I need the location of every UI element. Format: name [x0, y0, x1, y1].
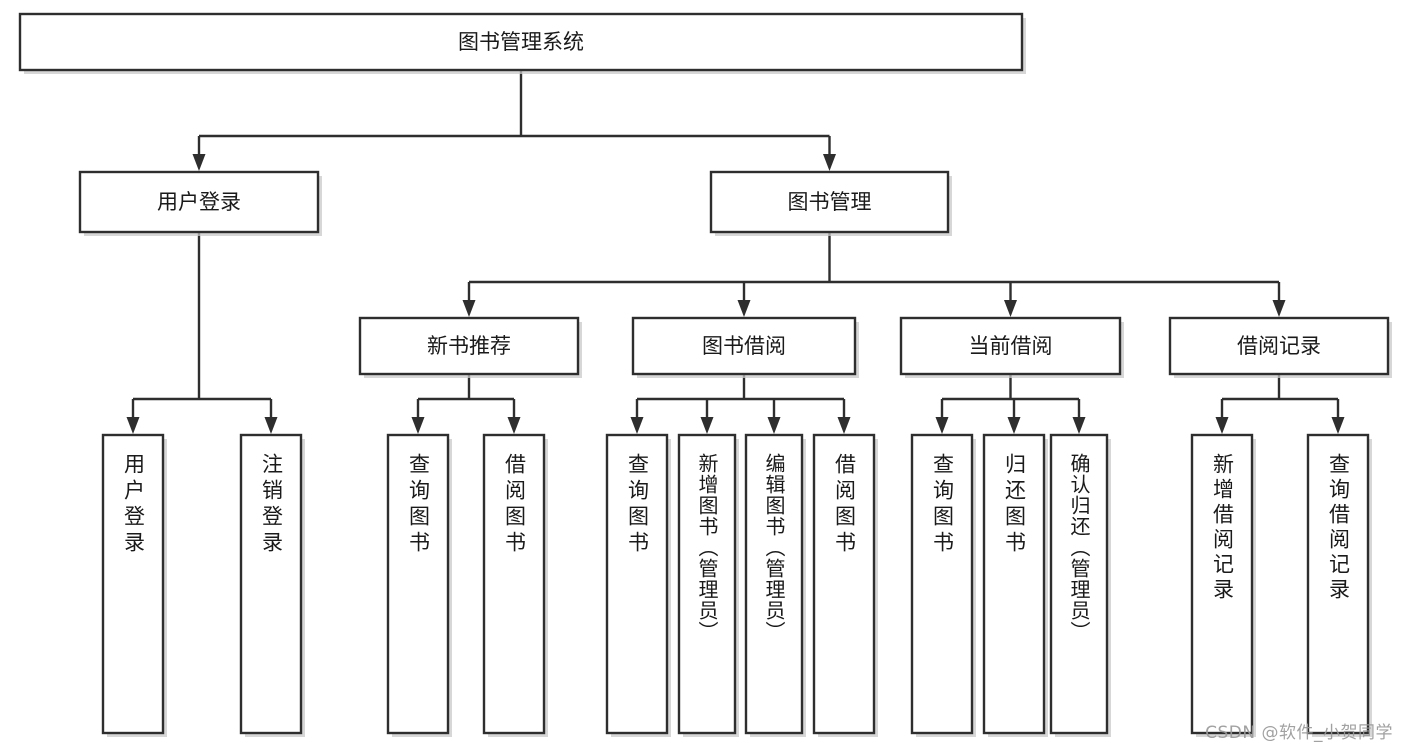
- node-label: 借阅记录: [1237, 334, 1321, 358]
- connector-group-n-new-rec: [411, 374, 521, 434]
- connector-group-n-current: [935, 374, 1086, 434]
- node-box[interactable]: [358, 316, 580, 376]
- node-box[interactable]: [1168, 316, 1390, 376]
- node-box[interactable]: [899, 316, 1122, 376]
- arrow-head-icon: [462, 300, 476, 317]
- node-label: 图书管理: [788, 190, 872, 214]
- connector-group-n-borrow: [630, 374, 851, 434]
- node-n-user-login[interactable]: 用户登录: [78, 170, 322, 236]
- node-box[interactable]: [239, 433, 303, 735]
- node-box[interactable]: [1049, 433, 1109, 735]
- arrow-head-icon: [192, 154, 206, 171]
- node-n-current[interactable]: 当前借阅: [899, 316, 1124, 378]
- node-l-borrow-1[interactable]: [482, 433, 548, 737]
- node-box[interactable]: [101, 433, 165, 735]
- node-n-book-mgmt[interactable]: 图书管理: [709, 170, 952, 236]
- arrow-head-icon: [935, 417, 949, 434]
- arrow-head-icon: [1007, 417, 1021, 434]
- arrow-head-icon: [823, 154, 836, 171]
- node-box[interactable]: [982, 433, 1046, 735]
- node-box[interactable]: [1306, 433, 1370, 735]
- node-box[interactable]: [744, 433, 804, 735]
- node-l-query-2[interactable]: [605, 433, 671, 737]
- connector-layer: [126, 70, 1345, 434]
- node-box[interactable]: [1190, 433, 1254, 735]
- node-box[interactable]: [78, 170, 320, 234]
- node-l-return[interactable]: [982, 433, 1048, 737]
- node-label: 图书借阅: [702, 334, 786, 358]
- node-box[interactable]: [677, 433, 737, 735]
- arrow-head-icon: [1331, 417, 1345, 434]
- node-l-confirm[interactable]: [1049, 433, 1111, 737]
- node-box[interactable]: [709, 170, 950, 234]
- node-box[interactable]: [631, 316, 857, 376]
- arrow-head-icon: [767, 417, 781, 434]
- node-box[interactable]: [812, 433, 876, 735]
- arrow-head-icon: [1272, 300, 1286, 317]
- arrow-head-icon: [1072, 417, 1086, 434]
- arrow-head-icon: [126, 417, 140, 434]
- node-l-add-book[interactable]: [677, 433, 739, 737]
- connector-group-n-user-login: [126, 232, 278, 434]
- connector-group-n-records: [1215, 374, 1345, 434]
- node-box[interactable]: [18, 12, 1024, 72]
- node-root[interactable]: 图书管理系统: [18, 12, 1026, 74]
- arrow-head-icon: [700, 417, 714, 434]
- node-box[interactable]: [910, 433, 974, 735]
- arrow-head-icon: [507, 417, 521, 434]
- node-n-records[interactable]: 借阅记录: [1168, 316, 1392, 378]
- node-l-add-rec[interactable]: [1190, 433, 1256, 737]
- node-box[interactable]: [482, 433, 546, 735]
- node-l-logout[interactable]: [239, 433, 305, 737]
- node-l-query-3[interactable]: [910, 433, 976, 737]
- node-label: 用户登录: [157, 190, 241, 214]
- connector-group-root: [192, 70, 836, 171]
- node-n-new-rec[interactable]: 新书推荐: [358, 316, 582, 378]
- node-l-borrow-2[interactable]: [812, 433, 878, 737]
- node-l-query-1[interactable]: [386, 433, 452, 737]
- node-label: 图书管理系统: [458, 30, 584, 54]
- arrow-head-icon: [630, 417, 644, 434]
- node-box[interactable]: [605, 433, 669, 735]
- node-l-edit-book[interactable]: [744, 433, 806, 737]
- arrow-head-icon: [411, 417, 425, 434]
- node-label: 新书推荐: [427, 334, 511, 358]
- watermark-text: CSDN @软件_小贺同学: [1205, 723, 1393, 743]
- node-l-user-login[interactable]: [101, 433, 167, 737]
- arrow-head-icon: [264, 417, 278, 434]
- arrow-head-icon: [737, 300, 751, 317]
- arrow-head-icon: [837, 417, 851, 434]
- node-n-borrow[interactable]: 图书借阅: [631, 316, 859, 378]
- node-l-query-rec[interactable]: [1306, 433, 1372, 737]
- arrow-head-icon: [1004, 300, 1017, 317]
- node-label: 当前借阅: [969, 334, 1053, 358]
- connector-group-n-book-mgmt: [462, 232, 1286, 317]
- node-box[interactable]: [386, 433, 450, 735]
- arrow-head-icon: [1215, 417, 1229, 434]
